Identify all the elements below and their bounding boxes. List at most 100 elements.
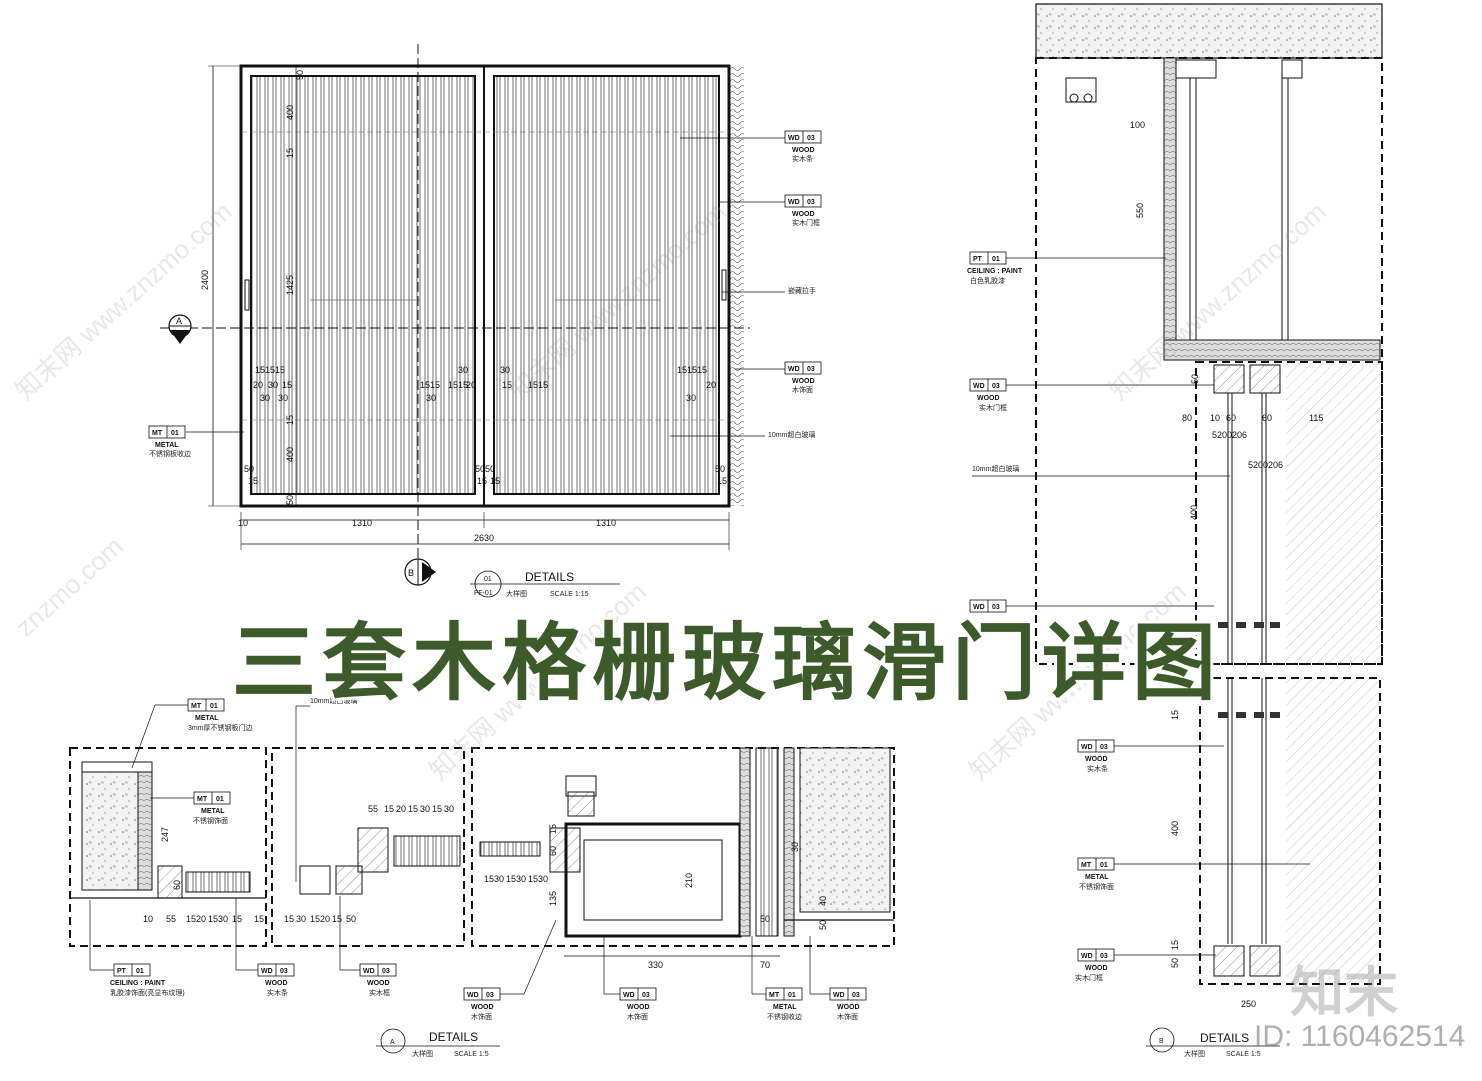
callout-mt-a1: MT 01 METAL 3mm厚不锈钢板门边 xyxy=(131,698,253,769)
svg-text:50: 50 xyxy=(1190,374,1200,384)
callout-mt-a3: MT 01 METAL 不锈钢收边 xyxy=(751,936,803,1021)
svg-text:03: 03 xyxy=(642,992,650,999)
svg-text:1515: 1515 xyxy=(528,380,548,390)
svg-text:30: 30 xyxy=(420,804,430,814)
svg-text:WOOD: WOOD xyxy=(792,378,815,385)
svg-text:20: 20 xyxy=(320,914,330,924)
svg-text:400: 400 xyxy=(1170,821,1180,836)
section-marker-a: A xyxy=(168,314,192,344)
svg-text:15: 15 xyxy=(232,914,242,924)
svg-text:WOOD: WOOD xyxy=(1085,756,1108,763)
svg-text:MT: MT xyxy=(197,796,208,803)
svg-text:400: 400 xyxy=(285,105,295,120)
height-dim: 2400 xyxy=(200,270,210,290)
callout-mt-1: MT 01 METAL 不锈钢板收边 xyxy=(148,425,244,458)
svg-text:SCALE 1:5: SCALE 1:5 xyxy=(454,1051,489,1058)
svg-text:15: 15 xyxy=(432,804,442,814)
svg-text:55: 55 xyxy=(166,914,176,924)
svg-text:03: 03 xyxy=(992,383,1000,390)
detail-a-box-3 xyxy=(471,747,895,947)
ceiling-slab xyxy=(1035,3,1383,59)
svg-text:METAL: METAL xyxy=(773,1004,797,1011)
svg-text:30: 30 xyxy=(494,874,504,884)
right-door-leaf xyxy=(493,75,720,495)
callout-glass-a: 10mm超白玻璃 xyxy=(295,696,357,882)
svg-text:151515: 151515 xyxy=(255,365,285,375)
svg-text:METAL: METAL xyxy=(201,808,225,815)
svg-text:50: 50 xyxy=(244,464,254,474)
svg-text:15: 15 xyxy=(282,380,292,390)
svg-text:DETAILS: DETAILS xyxy=(429,1030,478,1044)
svg-text:SCALE 1:5: SCALE 1:5 xyxy=(1226,1051,1261,1058)
svg-text:15: 15 xyxy=(408,804,418,814)
svg-text:实木框: 实木框 xyxy=(369,988,390,997)
svg-text:15: 15 xyxy=(284,914,294,924)
svg-text:03: 03 xyxy=(807,135,815,142)
svg-text:50: 50 xyxy=(760,914,770,924)
svg-text:15: 15 xyxy=(490,476,500,486)
svg-text:03: 03 xyxy=(486,992,494,999)
svg-text:01: 01 xyxy=(210,703,218,710)
svg-text:WD: WD xyxy=(1081,953,1093,960)
svg-text:50: 50 xyxy=(285,495,295,505)
svg-text:B: B xyxy=(1159,1038,1164,1045)
header-beam xyxy=(1163,339,1381,361)
svg-text:03: 03 xyxy=(807,199,815,206)
callout-wd-1: WD 03 WOOD 实木条 xyxy=(680,130,822,163)
svg-text:2630: 2630 xyxy=(474,533,494,543)
svg-text:30: 30 xyxy=(260,393,270,403)
svg-text:15: 15 xyxy=(248,476,258,486)
svg-text:115: 115 xyxy=(1309,413,1323,423)
svg-text:40: 40 xyxy=(818,896,828,906)
callout-wd-frame-b: WD 03 WOOD 实木门框 xyxy=(969,378,1214,412)
watermark-logo: 知末 xyxy=(1290,961,1398,1024)
callout-wd-a2: WD 03 WOOD 实木框 xyxy=(339,896,397,997)
svg-text:20: 20 xyxy=(396,804,406,814)
svg-text:210: 210 xyxy=(684,873,694,888)
svg-text:实木门框: 实木门框 xyxy=(979,403,1007,412)
svg-text:WD: WD xyxy=(788,366,800,373)
svg-text:03: 03 xyxy=(1100,744,1108,751)
svg-text:WD: WD xyxy=(973,383,985,390)
svg-text:30: 30 xyxy=(278,393,288,403)
svg-text:10: 10 xyxy=(143,914,153,924)
door-frame-section xyxy=(564,822,742,938)
svg-text:3mm厚不锈钢板门边: 3mm厚不锈钢板门边 xyxy=(188,723,253,732)
svg-text:WOOD: WOOD xyxy=(471,1004,494,1011)
svg-text:15: 15 xyxy=(332,914,342,924)
svg-text:03: 03 xyxy=(992,604,1000,611)
svg-text:WOOD: WOOD xyxy=(265,980,288,987)
svg-text:METAL: METAL xyxy=(155,442,179,449)
svg-text:30: 30 xyxy=(686,393,696,403)
detail-label-b: B DETAILS 大样图 SCALE 1:5 xyxy=(1146,1027,1280,1058)
svg-text:50: 50 xyxy=(485,464,495,474)
svg-text:50: 50 xyxy=(295,70,305,80)
callout-wd-2: WD 03 WOOD 实木门框 xyxy=(720,194,822,227)
svg-text:60: 60 xyxy=(172,880,182,890)
svg-text:WD: WD xyxy=(363,968,375,975)
svg-text:DETAILS: DETAILS xyxy=(1200,1031,1249,1045)
svg-text:30: 30 xyxy=(218,914,228,924)
svg-text:03: 03 xyxy=(382,968,390,975)
svg-text:A: A xyxy=(176,316,182,326)
svg-text:50: 50 xyxy=(715,464,725,474)
callout-wd-a1: WD 03 WOOD 实木条 xyxy=(235,898,295,997)
svg-text:15: 15 xyxy=(548,824,558,834)
svg-text:WD: WD xyxy=(467,992,479,999)
svg-text:15: 15 xyxy=(528,874,538,884)
svg-text:WD: WD xyxy=(973,604,985,611)
page-title: 三套木格栅玻璃滑门详图 xyxy=(232,614,1223,712)
svg-text:30: 30 xyxy=(538,874,548,884)
svg-text:乳胶漆饰面(亮显布纹理): 乳胶漆饰面(亮显布纹理) xyxy=(110,988,185,997)
svg-text:白色乳胶漆: 白色乳胶漆 xyxy=(970,276,1005,285)
svg-text:PT: PT xyxy=(117,968,127,975)
svg-text:30: 30 xyxy=(268,380,278,390)
svg-text:木饰面: 木饰面 xyxy=(627,1012,648,1021)
detail-label-a: A DETAILS 大样图 SCALE 1:5 xyxy=(376,1028,500,1058)
svg-text:15: 15 xyxy=(208,914,218,924)
svg-text:100: 100 xyxy=(1130,120,1145,130)
section-a-detail: 247 60 10 55 15 20 15 30 15 15 55 15 20 … xyxy=(69,696,895,1058)
door-elevation: 2400 50 400 15 1425 15 400 50 10 1310 13… xyxy=(148,44,822,598)
svg-text:30: 30 xyxy=(458,365,468,375)
